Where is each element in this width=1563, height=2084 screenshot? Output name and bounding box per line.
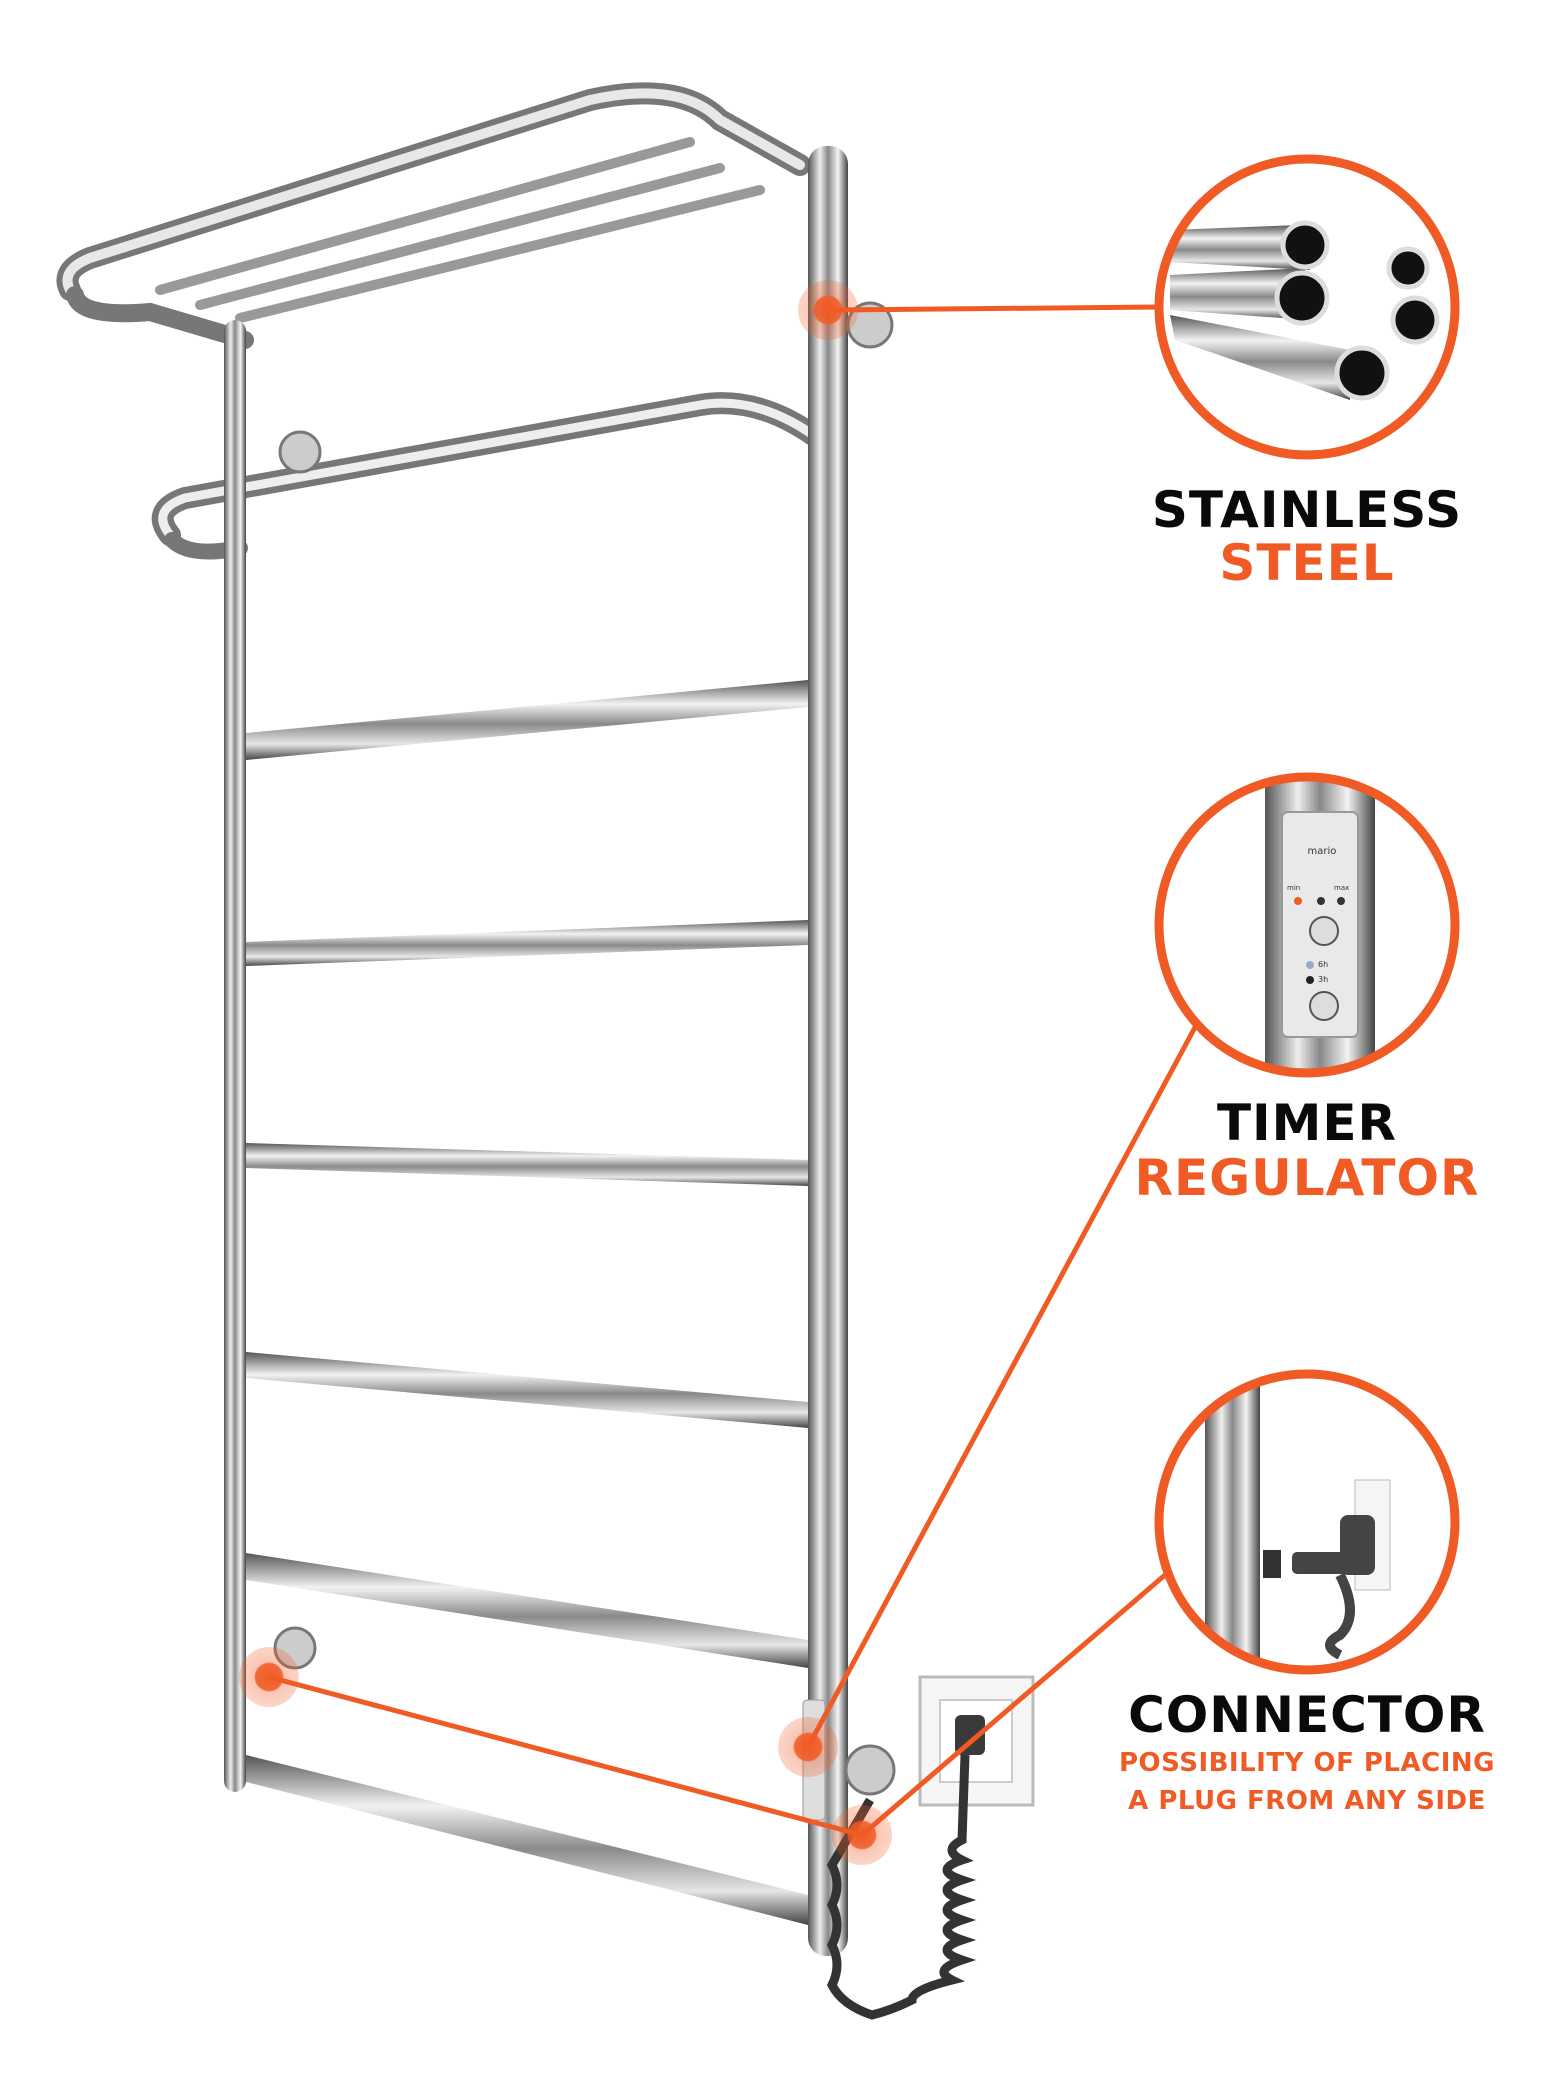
wall-mounts: [273, 301, 896, 1796]
hotspot-connector-left: [239, 1647, 299, 1707]
timer-led-max: max: [1334, 884, 1350, 892]
hotspot-steel: [798, 280, 858, 340]
feature-timer-title: TIMER: [1216, 1094, 1398, 1152]
hotspot-connector-right: [832, 1805, 892, 1865]
top-shelf: [56, 82, 811, 349]
second-hanger: [151, 392, 831, 560]
timer-led-min: min: [1287, 884, 1301, 892]
plug-connector-icon: [1163, 1378, 1451, 1666]
feature-connector-line-2: A PLUG FROM ANY SIDE: [1128, 1786, 1486, 1816]
feature-steel-title: STAINLESS: [1151, 481, 1463, 539]
right-upright: [808, 146, 848, 1956]
left-upright: [224, 320, 246, 1792]
timer-panel-icon: [1163, 781, 1451, 1069]
timer-led-6h: 6h: [1318, 960, 1329, 969]
towel-rail: [56, 82, 1035, 2020]
steel-pipes-icon: [1163, 163, 1451, 451]
timer-led-3h: 3h: [1318, 975, 1329, 984]
hotspot-timer: [778, 1717, 838, 1777]
coiled-cord: [826, 1754, 977, 2020]
feature-connector-title: CONNECTOR: [1128, 1686, 1486, 1744]
wall-socket: [918, 1675, 1035, 1807]
timer-panel-brand: mario: [1307, 846, 1337, 857]
feature-connector-line-1: POSSIBILITY OF PLACING: [1119, 1748, 1495, 1778]
hotspots: [239, 280, 892, 1865]
callout-lines: [268, 304, 1203, 1838]
rungs: [246, 680, 808, 1925]
feature-timer-highlight: REGULATOR: [1134, 1149, 1480, 1207]
feature-steel-highlight: STEEL: [1219, 534, 1395, 592]
